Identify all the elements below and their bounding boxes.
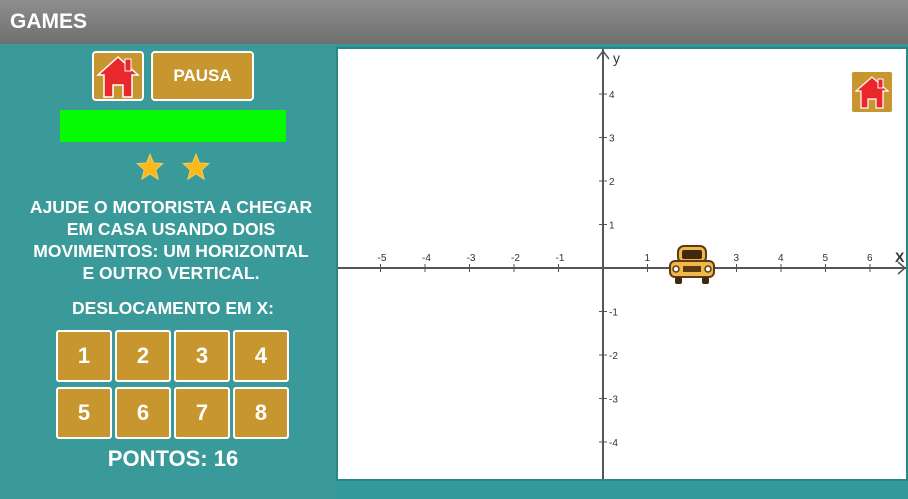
displacement-label: DESLOCAMENTO EM X: bbox=[72, 298, 274, 318]
displacement-button-8[interactable]: 8 bbox=[233, 387, 289, 439]
x-axis-arrow bbox=[897, 261, 906, 275]
score-text: PONTOS: 16 bbox=[107, 446, 239, 471]
x-tick-label: -2 bbox=[511, 253, 520, 264]
displacement-button-2[interactable]: 2 bbox=[115, 330, 171, 382]
y-tick-label: 2 bbox=[609, 177, 615, 188]
x-tick-label: -5 bbox=[378, 253, 387, 264]
star-icon bbox=[182, 153, 210, 181]
x-tick-label: 6 bbox=[867, 253, 873, 264]
instruction-line: E OUTRO VERTICAL. bbox=[82, 263, 260, 283]
y-tick-label: -4 bbox=[609, 438, 618, 449]
destination-house bbox=[852, 72, 892, 112]
x-tick-label: 3 bbox=[734, 253, 740, 264]
displacement-button-3[interactable]: 3 bbox=[174, 330, 230, 382]
x-tick-label: 5 bbox=[823, 253, 829, 264]
displacement-button-6[interactable]: 6 bbox=[115, 387, 171, 439]
x-tick-label: -1 bbox=[556, 253, 565, 264]
instruction-line: AJUDE O MOTORISTA A CHEGAR bbox=[29, 197, 313, 217]
y-tick-label: 1 bbox=[609, 221, 615, 232]
y-tick-label: -3 bbox=[609, 395, 618, 406]
pause-button[interactable]: PAUSA bbox=[151, 51, 254, 101]
star-icon bbox=[136, 153, 164, 181]
y-tick-label: 3 bbox=[609, 134, 615, 145]
instructions-text: AJUDE O MOTORISTA A CHEGAR EM CASA USAND… bbox=[8, 196, 334, 284]
displacement-button-7[interactable]: 7 bbox=[174, 387, 230, 439]
car-icon bbox=[669, 245, 715, 284]
y-axis-label: y bbox=[613, 50, 620, 66]
instruction-line: MOVIMENTOS: UM HORIZONTAL bbox=[33, 241, 309, 261]
y-tick-label: -1 bbox=[609, 308, 618, 319]
x-tick-label: -3 bbox=[467, 253, 476, 264]
displacement-button-1[interactable]: 1 bbox=[56, 330, 112, 382]
x-tick-label: -4 bbox=[422, 253, 431, 264]
displacement-button-4[interactable]: 4 bbox=[233, 330, 289, 382]
house-icon bbox=[854, 76, 890, 109]
x-tick-label: 1 bbox=[645, 253, 651, 264]
y-axis-arrow bbox=[596, 49, 610, 60]
coordinate-grid: X y -5-4-3-2-11234564321-1-2-3-4 bbox=[336, 47, 908, 481]
instruction-line: EM CASA USANDO DOIS bbox=[66, 219, 276, 239]
displacement-button-5[interactable]: 5 bbox=[56, 387, 112, 439]
x-axis-label: X bbox=[895, 249, 905, 265]
progress-bar bbox=[60, 110, 286, 142]
y-tick-label: 4 bbox=[609, 90, 615, 101]
x-tick-label: 4 bbox=[778, 253, 784, 264]
y-tick-label: -2 bbox=[609, 351, 618, 362]
house-icon bbox=[96, 55, 140, 98]
home-button[interactable] bbox=[92, 51, 144, 101]
window-title: GAMES bbox=[0, 0, 908, 44]
axes-svg: X y -5-4-3-2-11234564321-1-2-3-4 bbox=[338, 49, 906, 479]
